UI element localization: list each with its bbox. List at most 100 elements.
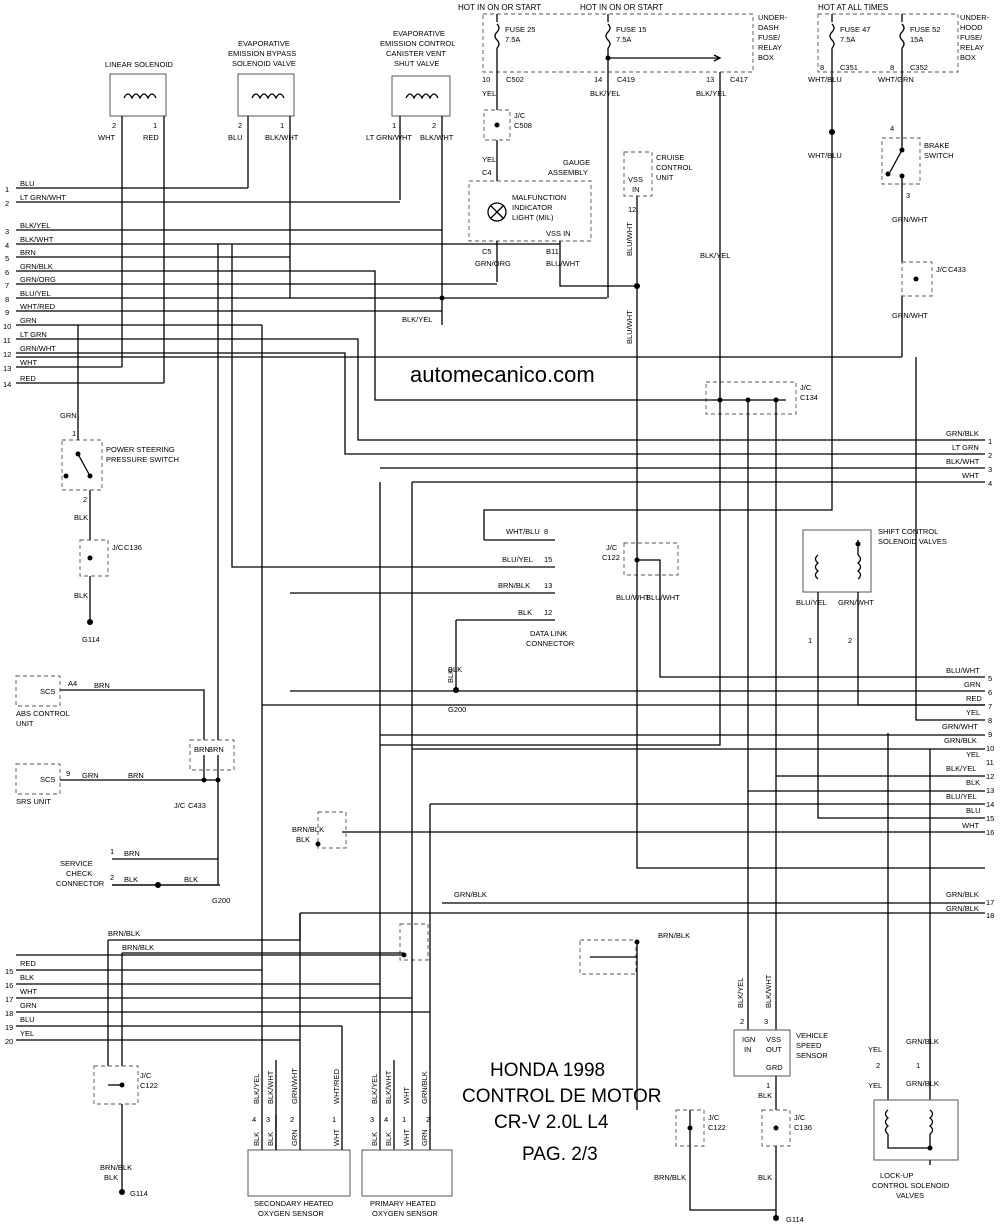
svg-text:2: 2 bbox=[110, 873, 114, 882]
lbl-grn-ps: GRN bbox=[60, 411, 77, 420]
secondary-heated-o2-sensor bbox=[247, 1149, 351, 1197]
rmw-6: GRN bbox=[964, 680, 981, 689]
lbl-blkyel-s1: BLK/YEL bbox=[252, 1074, 261, 1104]
dash-box-l4: RELAY bbox=[758, 43, 782, 52]
svg-text:1: 1 bbox=[916, 1061, 920, 1070]
vss-l1: VEHICLE bbox=[796, 1031, 828, 1040]
ground-g114-left-icon bbox=[119, 1189, 125, 1195]
svg-text:7: 7 bbox=[5, 281, 9, 290]
cruise-vss-2: IN bbox=[632, 185, 640, 194]
jc-c134-l1: J/C bbox=[800, 383, 812, 392]
left-bottom-harness bbox=[16, 954, 430, 1041]
under-hood-fuse-box bbox=[817, 13, 959, 73]
rmw-16: WHT bbox=[962, 821, 979, 830]
vss-ign: IGN bbox=[742, 1035, 755, 1044]
mil-l2: INDICATOR bbox=[512, 203, 553, 212]
lw-5: BRN bbox=[20, 248, 36, 257]
jc-c136-left bbox=[79, 539, 109, 577]
lbl-grnblk-b: GRN/BLK bbox=[454, 890, 487, 899]
lockup-l3: VALVES bbox=[896, 1191, 924, 1200]
lbl-yel-lu: YEL bbox=[868, 1045, 882, 1054]
hood-box-l5: BOX bbox=[960, 53, 976, 62]
lbl-wht-s2b: WHT bbox=[402, 1129, 411, 1146]
abs-control-unit bbox=[15, 675, 61, 707]
lbl-brn-abs: BRN bbox=[94, 681, 110, 690]
jc-c508-l1: J/C bbox=[514, 111, 526, 120]
hood-box-l4: RELAY bbox=[960, 43, 984, 52]
cw-blu-yel: BLU/YEL bbox=[502, 555, 533, 564]
svg-text:6: 6 bbox=[988, 688, 992, 697]
rtw-4: WHT bbox=[962, 471, 979, 480]
svg-text:1: 1 bbox=[766, 1081, 770, 1090]
g114-left: G114 bbox=[130, 1189, 148, 1198]
lbw-17: WHT bbox=[20, 987, 37, 996]
lbl-whtgrn-top: WHT/GRN bbox=[878, 75, 914, 84]
jc-c122-left bbox=[93, 1065, 139, 1105]
fuse-25-label: FUSE 25 bbox=[505, 25, 535, 34]
jc-c134 bbox=[705, 381, 797, 415]
under-dash-fuse-box bbox=[482, 13, 754, 73]
svg-text:12: 12 bbox=[628, 205, 636, 214]
lbl-brn-jc1: BRN bbox=[194, 745, 210, 754]
hot-all-times: HOT AT ALL TIMES bbox=[818, 3, 888, 12]
solenoid-coil-icon bbox=[123, 93, 157, 100]
lw-10: LT GRN bbox=[20, 330, 47, 339]
data-link-l2: CONNECTOR bbox=[526, 639, 575, 648]
lbl-blu-1: BLU bbox=[228, 133, 243, 142]
linear-solenoid-label: LINEAR SOLENOID bbox=[105, 60, 174, 69]
evap-vent-l3: CANISTER VENT bbox=[386, 49, 446, 58]
cruise-l2: CONTROL bbox=[656, 163, 693, 172]
jc-brnblk-lower bbox=[399, 923, 429, 961]
rbw-18: GRN/BLK bbox=[946, 904, 979, 913]
lbl-bluwht-c2: BLU/WHT bbox=[646, 593, 680, 602]
cruise-vss-1: VSS bbox=[628, 175, 643, 184]
c352-label: C352 bbox=[910, 63, 928, 72]
lw-8: BLU/YEL bbox=[20, 289, 51, 298]
jc-c433t-l2: C433 bbox=[948, 265, 966, 274]
abs-scs: SCS bbox=[40, 687, 55, 696]
rmw-12: BLK/YEL bbox=[946, 764, 976, 773]
shift-control-solenoid-valves bbox=[802, 529, 872, 593]
svc-l2: CHECK bbox=[66, 869, 92, 878]
lbw-20: YEL bbox=[20, 1029, 34, 1038]
jc-c508-l2: C508 bbox=[514, 121, 532, 130]
mil-l3: LIGHT (MIL) bbox=[512, 213, 554, 222]
svc-l1: SERVICE bbox=[60, 859, 93, 868]
cruise-l3: UNIT bbox=[656, 173, 674, 182]
svg-text:5: 5 bbox=[988, 674, 992, 683]
lbl-yel-top: YEL bbox=[482, 89, 496, 98]
gauge-l2: ASSEMBLY bbox=[548, 168, 588, 177]
jc-c433l-l2: C433 bbox=[188, 801, 206, 810]
lbl-blk-l3: BLK bbox=[104, 1173, 118, 1182]
svg-text:2: 2 bbox=[432, 121, 436, 130]
evap-vent-valve bbox=[391, 75, 451, 117]
rmw-8: YEL bbox=[966, 708, 980, 717]
lbl-blkyel-mid: BLK/YEL bbox=[700, 251, 730, 260]
svg-text:2: 2 bbox=[988, 451, 992, 460]
svg-text:16: 16 bbox=[5, 981, 13, 990]
lockup-control-solenoid-valves bbox=[873, 1099, 959, 1161]
svg-text:2: 2 bbox=[5, 199, 9, 208]
svg-text:3: 3 bbox=[988, 465, 992, 474]
svg-text:4: 4 bbox=[384, 1115, 388, 1124]
title-line1: HONDA 1998 bbox=[490, 1060, 605, 1081]
jc-c122l-l2: C122 bbox=[140, 1081, 158, 1090]
evap-vent-l2: EMISSION CONTROL bbox=[380, 39, 455, 48]
lbl-bluwht-1: BLU/WHT bbox=[546, 259, 580, 268]
lbl-blkyel-top: BLK/YEL bbox=[590, 89, 620, 98]
lbl-grnblk-s2: GRN/BLK bbox=[420, 1071, 429, 1104]
title-page: PAG. 2/3 bbox=[522, 1144, 598, 1165]
rmw-9: GRN/WHT bbox=[942, 722, 978, 731]
dash-box-l2: DASH bbox=[758, 23, 779, 32]
svg-text:17: 17 bbox=[5, 995, 13, 1004]
g200-svc: G200 bbox=[212, 896, 230, 905]
lbl-blk-vss2: BLK bbox=[758, 1173, 772, 1182]
lbl-brnblk-b2: BRN/BLK bbox=[654, 1173, 686, 1182]
c502-label: C502 bbox=[506, 75, 524, 84]
ground-g114-top-icon bbox=[87, 619, 93, 625]
jc-c433-top bbox=[901, 261, 933, 297]
svg-text:4: 4 bbox=[988, 479, 992, 488]
lbl-blk-ps: BLK bbox=[74, 513, 88, 522]
svg-text:11: 11 bbox=[986, 758, 994, 767]
g114-bottom: G114 bbox=[786, 1215, 804, 1224]
